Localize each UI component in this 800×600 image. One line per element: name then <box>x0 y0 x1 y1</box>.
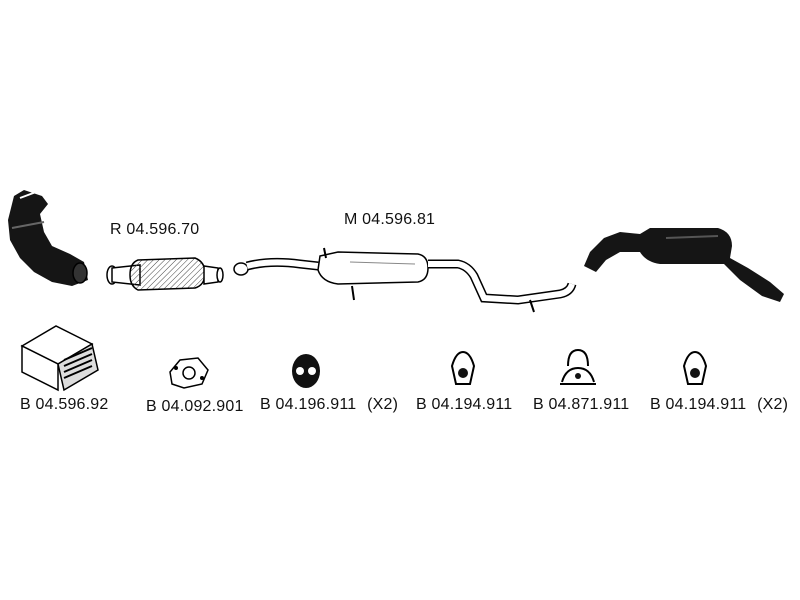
middle-silencer-label: M 04.596.81 <box>344 211 436 228</box>
hanger-bracket <box>560 348 596 385</box>
hanger-4-part-number: B 04.194.911 <box>650 396 747 413</box>
mounting-kit-label: B 04.596.92 <box>20 396 109 413</box>
rubber-hanger-1 <box>450 350 476 385</box>
hanger-2-label: B 04.194.911 <box>416 396 513 413</box>
gasket <box>169 357 209 389</box>
catalytic-converter <box>8 190 88 286</box>
rubber-hanger-ring <box>292 354 320 388</box>
mounting-kit-box <box>20 325 99 392</box>
hanger-4-quantity: (X2) <box>757 396 789 413</box>
hanger-1-part-number: B 04.196.911 <box>260 396 357 413</box>
hanger-1-label: B 04.196.911 (X2) <box>260 396 398 414</box>
front-pipe-label: R 04.596.70 <box>110 221 200 238</box>
rubber-hanger-2 <box>682 350 708 385</box>
middle-silencer <box>233 247 577 313</box>
rear-silencer <box>584 228 784 302</box>
hanger-1-quantity: (X2) <box>367 396 399 413</box>
front-pipe <box>106 257 224 291</box>
hanger-4-label: B 04.194.911 (X2) <box>650 396 788 414</box>
gasket-label: B 04.092.901 <box>146 398 244 415</box>
hanger-3-label: B 04.871.911 <box>533 396 630 413</box>
